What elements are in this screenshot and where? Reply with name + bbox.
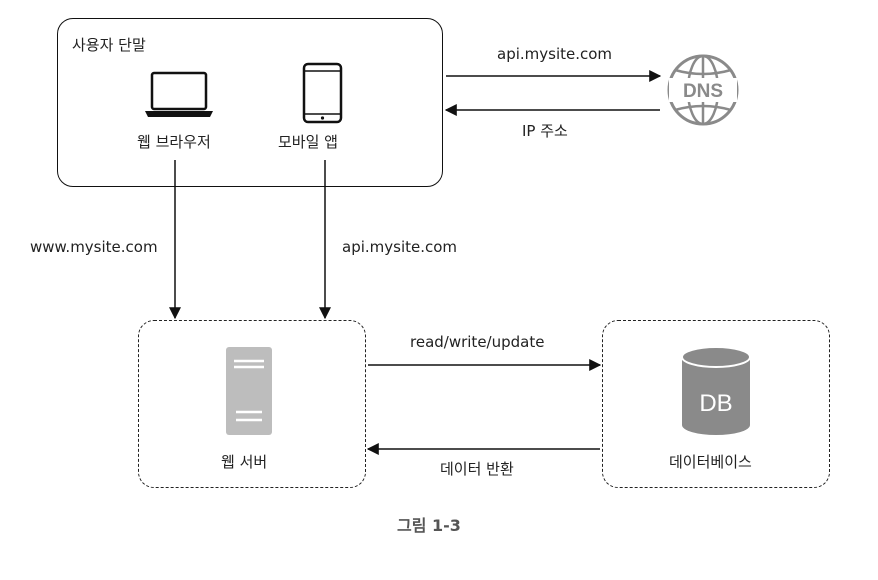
web-browser-label: 웹 브라우저 [137,133,211,151]
server-icon [226,347,272,435]
smartphone-icon [302,62,343,124]
user-device-box [57,18,443,187]
laptop-icon [145,71,213,117]
database-label: 데이터베이스 [669,453,752,471]
database-icon: DB [681,346,751,435]
web-server-label: 웹 서버 [221,453,268,471]
db-icon-text: DB [699,390,732,417]
db-to-web-label: 데이터 반환 [440,460,514,478]
user-device-title: 사용자 단말 [72,36,146,54]
app-to-web-label: api.mysite.com [342,238,458,256]
dns-request-label: api.mysite.com [497,45,613,63]
mobile-app-label: 모바일 앱 [278,133,338,151]
dns-response-label: IP 주소 [522,122,568,140]
database-box [602,320,830,488]
web-server-box [138,320,366,488]
dns-icon-text: DNS [683,81,723,102]
web-to-db-label: read/write/update [410,333,545,351]
dns-globe-icon: DNS [667,54,739,126]
browser-to-web-label: www.mysite.com [30,238,158,256]
figure-caption: 그림 1-3 [397,516,461,535]
